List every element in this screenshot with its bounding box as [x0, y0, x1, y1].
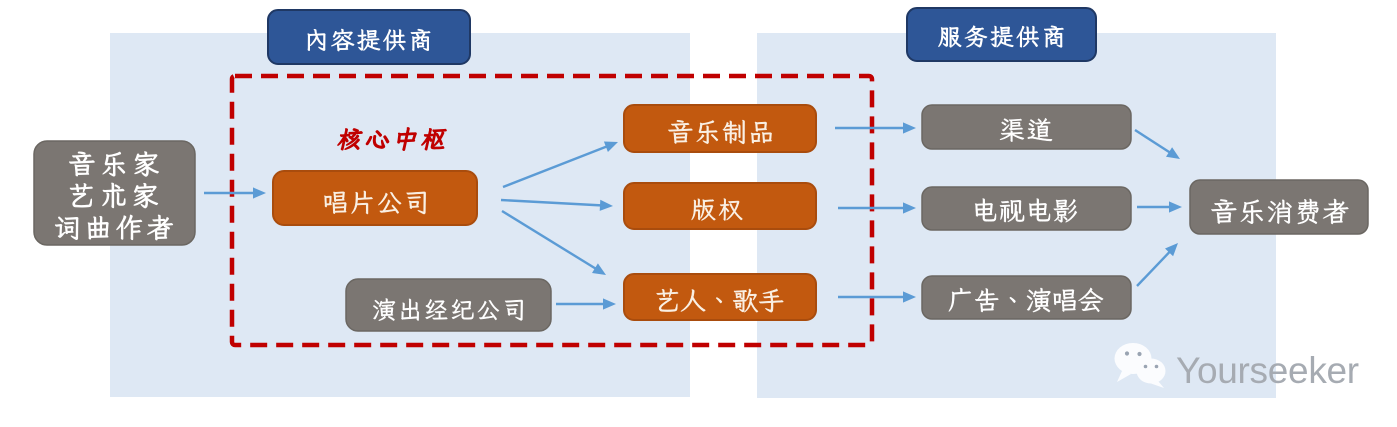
svg-text:Yourseeker: Yourseeker — [1176, 350, 1359, 391]
